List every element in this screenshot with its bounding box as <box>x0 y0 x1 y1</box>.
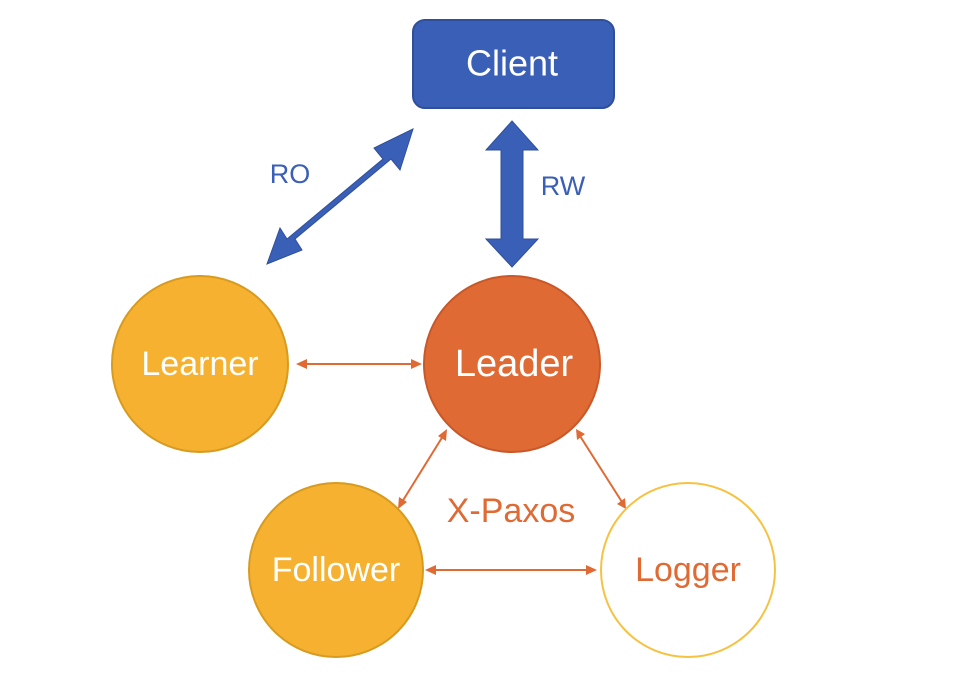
leader-label: Leader <box>455 343 574 385</box>
learner-node <box>111 275 289 453</box>
leader-node <box>423 275 601 453</box>
learner-label: Learner <box>141 345 258 383</box>
xpaxos-label: X-Paxos <box>447 492 576 530</box>
follower-label: Follower <box>272 551 400 589</box>
logger-label: Logger <box>635 551 741 589</box>
follower-logger-link <box>425 565 597 575</box>
client-label: Client <box>466 43 558 84</box>
ro-arrow <box>266 128 414 265</box>
learner-leader-link <box>296 359 422 369</box>
ro-label: RO <box>270 159 311 189</box>
leader-logger-link <box>576 429 626 509</box>
follower-node <box>248 482 424 658</box>
client-box <box>412 19 615 109</box>
leader-follower-link <box>398 429 447 509</box>
rw-arrow <box>484 120 540 268</box>
logger-node <box>600 482 776 658</box>
rw-label: RW <box>541 171 586 201</box>
